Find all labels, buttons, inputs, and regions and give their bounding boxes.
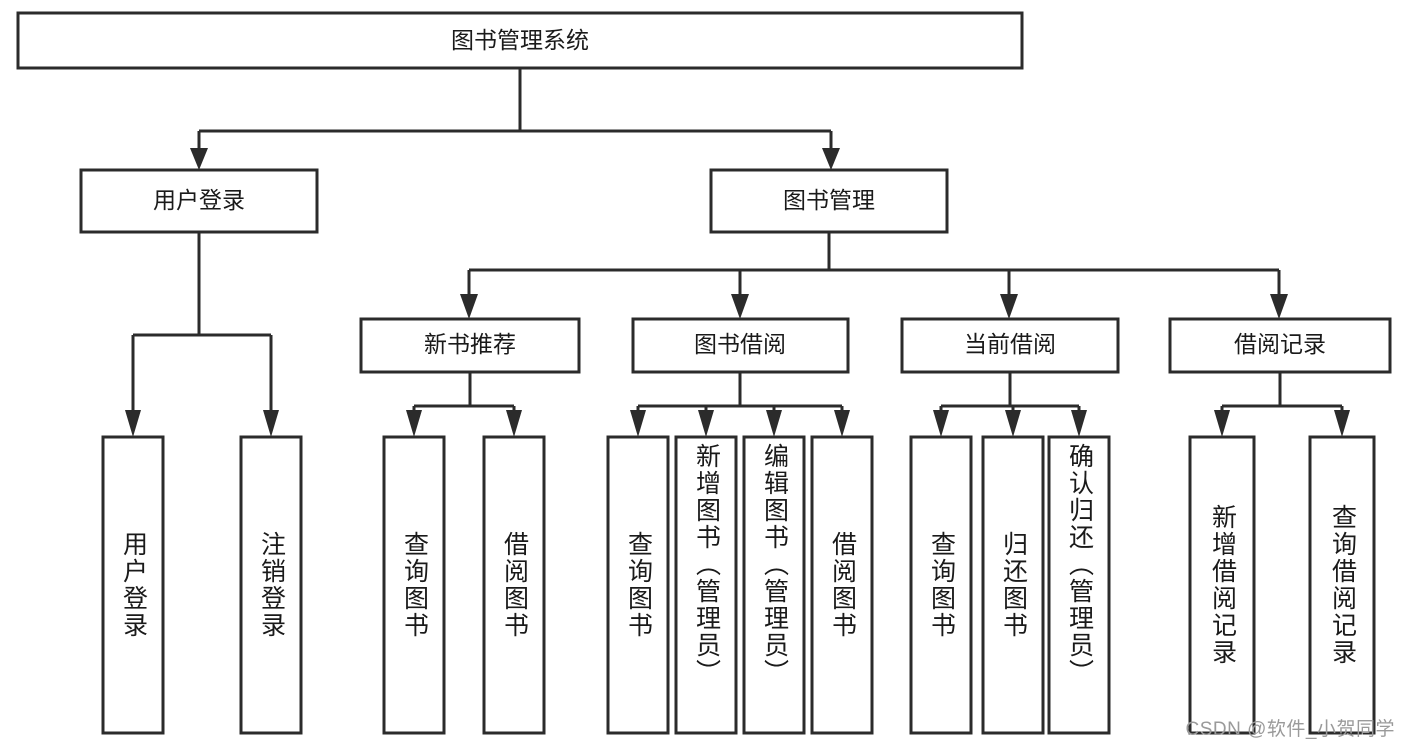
connectors-current-to-leaves: [933, 372, 1087, 437]
node-new-book-recommend[interactable]: 新书推荐: [359, 317, 581, 374]
connectors-login-to-leaves: [125, 232, 279, 437]
leaf-box-borrow-book[interactable]: [810, 435, 874, 735]
arrow-head-icon: [822, 148, 840, 170]
node-user-login-label: 用户登录: [153, 187, 245, 213]
leaf-box-edit-book-admin[interactable]: [742, 435, 806, 735]
leaf-box-return-book[interactable]: [981, 435, 1045, 735]
leaf-box-query-borrow-record[interactable]: [1308, 435, 1376, 735]
arrow-head-icon: [1214, 410, 1230, 437]
arrow-head-icon: [406, 410, 422, 437]
leaf-box-query-book-current[interactable]: [909, 435, 973, 735]
node-user-login-box[interactable]: [79, 168, 319, 234]
arrow-head-icon: [1000, 294, 1018, 319]
node-root[interactable]: 图书管理系统: [16, 11, 1024, 70]
leaf-box-query-book-new[interactable]: [382, 435, 446, 735]
node-new-book-recommend-box[interactable]: [359, 317, 581, 374]
node-root-box[interactable]: [16, 11, 1024, 70]
node-book-management-label: 图书管理: [783, 187, 875, 213]
node-borrow-record-box[interactable]: [1168, 317, 1392, 374]
arrow-head-icon: [263, 410, 279, 437]
leaf-box-borrow-book-new[interactable]: [482, 435, 546, 735]
node-book-borrow-box[interactable]: [631, 317, 850, 374]
arrow-head-icon: [1270, 294, 1288, 319]
node-new-book-recommend-label: 新书推荐: [424, 331, 516, 357]
arrow-head-icon: [190, 148, 208, 170]
node-current-borrow-box[interactable]: [900, 317, 1120, 374]
leaf-box-logout[interactable]: [239, 435, 303, 735]
connectors-books-to-level3: [460, 232, 1288, 319]
leaf-box-query-book-borrow[interactable]: [606, 435, 670, 735]
arrow-head-icon: [766, 410, 782, 437]
node-book-management[interactable]: 图书管理: [709, 168, 949, 234]
node-borrow-record-label: 借阅记录: [1234, 331, 1326, 357]
leaf-boxes: [101, 435, 1376, 735]
arrow-head-icon: [834, 410, 850, 437]
arrow-head-icon: [698, 410, 714, 437]
arrow-head-icon: [933, 410, 949, 437]
node-book-management-box[interactable]: [709, 168, 949, 234]
node-book-borrow-label: 图书借阅: [694, 331, 786, 357]
watermark-text: CSDN @软件_小贺同学: [1185, 719, 1395, 740]
arrow-head-icon: [1005, 410, 1021, 437]
node-user-login[interactable]: 用户登录: [79, 168, 319, 234]
leaf-box-confirm-return-admin[interactable]: [1047, 435, 1111, 735]
leaf-box-add-borrow-record[interactable]: [1188, 435, 1256, 735]
arrow-head-icon: [506, 410, 522, 437]
connectors-borrow-to-leaves: [630, 372, 850, 437]
leaf-box-add-book-admin[interactable]: [674, 435, 738, 735]
arrow-head-icon: [731, 294, 749, 319]
node-book-borrow[interactable]: 图书借阅: [631, 317, 850, 374]
arrow-head-icon: [125, 410, 141, 437]
node-current-borrow-label: 当前借阅: [964, 331, 1056, 357]
arrow-head-icon: [1071, 410, 1087, 437]
arrow-head-icon: [460, 294, 478, 319]
node-borrow-record[interactable]: 借阅记录: [1168, 317, 1392, 374]
node-root-label: 图书管理系统: [451, 27, 589, 53]
connectors-newbooks-to-leaves: [406, 372, 522, 437]
arrow-head-icon: [630, 410, 646, 437]
connectors-records-to-leaves: [1214, 372, 1350, 437]
node-current-borrow[interactable]: 当前借阅: [900, 317, 1120, 374]
leaf-box-user-login[interactable]: [101, 435, 165, 735]
connectors-root-to-level2: [190, 68, 840, 170]
arrow-head-icon: [1334, 410, 1350, 437]
